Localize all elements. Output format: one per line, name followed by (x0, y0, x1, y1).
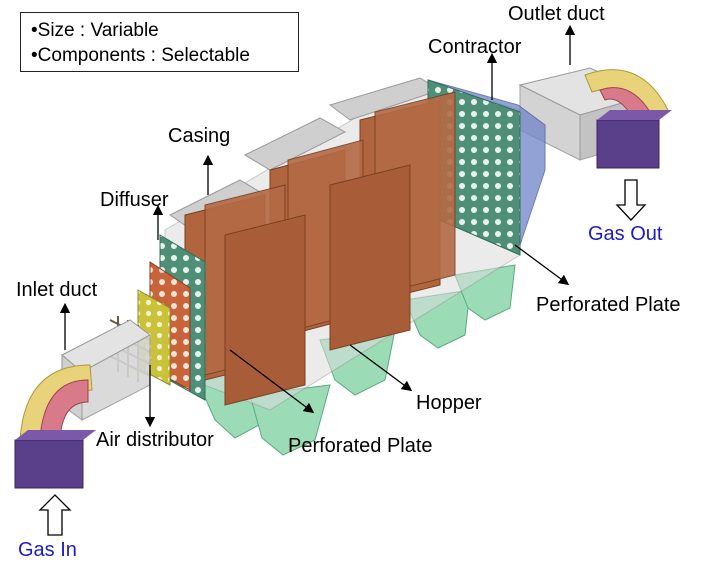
label-perforated-plate-bottom: Perforated Plate (288, 435, 433, 457)
label-outlet-duct: Outlet duct (508, 3, 605, 25)
inlet-elbow (14, 364, 96, 489)
gas-out-arrow (615, 179, 647, 221)
leader-lines (59, 24, 576, 428)
outlet-elbow (584, 69, 672, 169)
label-inlet-duct: Inlet duct (16, 279, 98, 301)
label-gas-out: Gas Out (588, 223, 663, 245)
label-casing: Casing (168, 125, 231, 147)
spec-box: •Size : Variable •Components : Selectabl… (20, 12, 299, 72)
collector-plates (184, 91, 456, 406)
label-perforated-plate-right: Perforated Plate (536, 294, 681, 316)
label-contractor: Contractor (428, 36, 522, 58)
label-air-distributor: Air distributor (96, 429, 214, 451)
label-hopper: Hopper (416, 392, 482, 414)
gas-in-arrow (38, 494, 72, 536)
spec-components: •Components : Selectable (31, 45, 250, 66)
label-gas-in: Gas In (18, 539, 77, 561)
spec-size: •Size : Variable (31, 20, 159, 41)
label-diffuser: Diffuser (100, 189, 169, 211)
